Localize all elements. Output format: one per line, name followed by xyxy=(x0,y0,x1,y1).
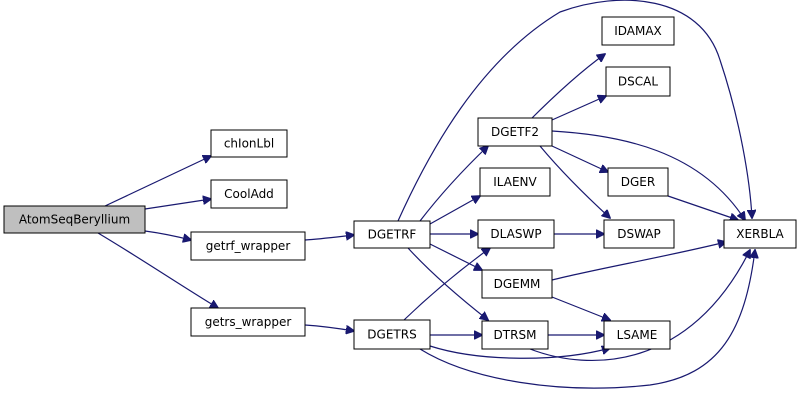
node-label-lsame: LSAME xyxy=(617,328,658,342)
edge-dgemm-xerbla xyxy=(551,242,726,281)
edge-dgetrf-dgemm xyxy=(429,243,482,270)
edge-getrf-wrapper-dgetrf xyxy=(304,235,354,241)
node-cooladd[interactable]: CoolAdd xyxy=(210,179,288,209)
node-label-idamax: IDAMAX xyxy=(614,24,662,38)
node-chion[interactable]: chIonLbl xyxy=(210,129,288,158)
node-label-chion: chIonLbl xyxy=(224,137,274,151)
edge-dgetf2-idamax xyxy=(529,54,605,121)
node-label-dgetrf: DGETRF xyxy=(368,228,417,242)
node-label-dswap: DSWAP xyxy=(617,227,661,241)
node-label-cooladd: CoolAdd xyxy=(224,187,274,201)
edge-dgetrs-xerbla xyxy=(419,250,755,389)
node-label-atom: AtomSeqBeryllium xyxy=(19,213,130,227)
edges xyxy=(97,0,755,389)
node-dtrsm[interactable]: DTRSM xyxy=(481,320,549,350)
edge-dgetrs-dlaswp xyxy=(403,248,490,321)
edge-dgetf2-dger xyxy=(551,145,608,172)
node-getrs-wrapper[interactable]: getrs_wrapper xyxy=(190,307,306,337)
node-xerbla[interactable]: XERBLA xyxy=(723,219,797,249)
edge-atom-getrf-wrapper xyxy=(144,230,191,240)
node-dscal[interactable]: DSCAL xyxy=(605,66,671,97)
node-label-ilaenv: ILAENV xyxy=(493,175,537,189)
node-dgetrf[interactable]: DGETRF xyxy=(353,220,431,249)
node-lsame[interactable]: LSAME xyxy=(603,320,671,350)
node-label-getrs-wrapper: getrs_wrapper xyxy=(205,315,292,329)
edge-dgetf2-dscal xyxy=(551,96,606,121)
node-label-dscal: DSCAL xyxy=(618,75,658,89)
edge-dger-xerbla xyxy=(667,195,738,220)
edge-dgetf2-dswap xyxy=(539,145,610,218)
node-dger[interactable]: DGER xyxy=(607,167,669,197)
node-label-dger: DGER xyxy=(621,175,655,189)
node-label-getrf-wrapper: getrf_wrapper xyxy=(206,239,291,253)
edge-dgemm-lsame xyxy=(551,296,610,320)
node-dgetf2[interactable]: DGETF2 xyxy=(477,117,553,147)
node-label-dgetrs: DGETRS xyxy=(367,328,416,342)
node-dswap[interactable]: DSWAP xyxy=(603,219,675,249)
node-idamax[interactable]: IDAMAX xyxy=(601,16,675,46)
edge-dgetrf-xerbla xyxy=(397,0,752,222)
node-dgetrs[interactable]: DGETRS xyxy=(353,319,431,350)
nodes: AtomSeqBeryllium chIonLbl CoolAdd getrf_… xyxy=(3,16,797,350)
node-label-dgemm: DGEMM xyxy=(494,277,541,291)
edge-dgetrf-ilaenv xyxy=(429,196,480,225)
edge-atom-cooladd xyxy=(144,199,211,210)
node-getrf-wrapper[interactable]: getrf_wrapper xyxy=(190,231,306,261)
edge-getrs-wrapper-dgetrs xyxy=(304,324,354,331)
node-label-xerbla: XERBLA xyxy=(736,227,784,241)
edge-dgetf2-xerbla xyxy=(551,130,745,220)
node-dlaswp[interactable]: DLASWP xyxy=(477,219,555,249)
node-label-dtrsm: DTRSM xyxy=(494,328,537,342)
node-ilaenv[interactable]: ILAENV xyxy=(479,167,551,197)
edge-dgetrf-dgetf2 xyxy=(419,146,488,222)
node-label-dgetf2: DGETF2 xyxy=(491,125,539,139)
node-dgemm[interactable]: DGEMM xyxy=(481,269,553,299)
node-label-dlaswp: DLASWP xyxy=(490,227,541,241)
edge-atom-chion xyxy=(104,156,211,207)
edge-atom-getrs-wrapper xyxy=(97,232,218,308)
edge-dgetrf-dtrsm xyxy=(407,247,488,320)
edge-dgetrs-lsame xyxy=(429,346,610,359)
edge-dtrsm-xerbla xyxy=(529,250,750,361)
node-atom[interactable]: AtomSeqBeryllium xyxy=(3,205,146,234)
